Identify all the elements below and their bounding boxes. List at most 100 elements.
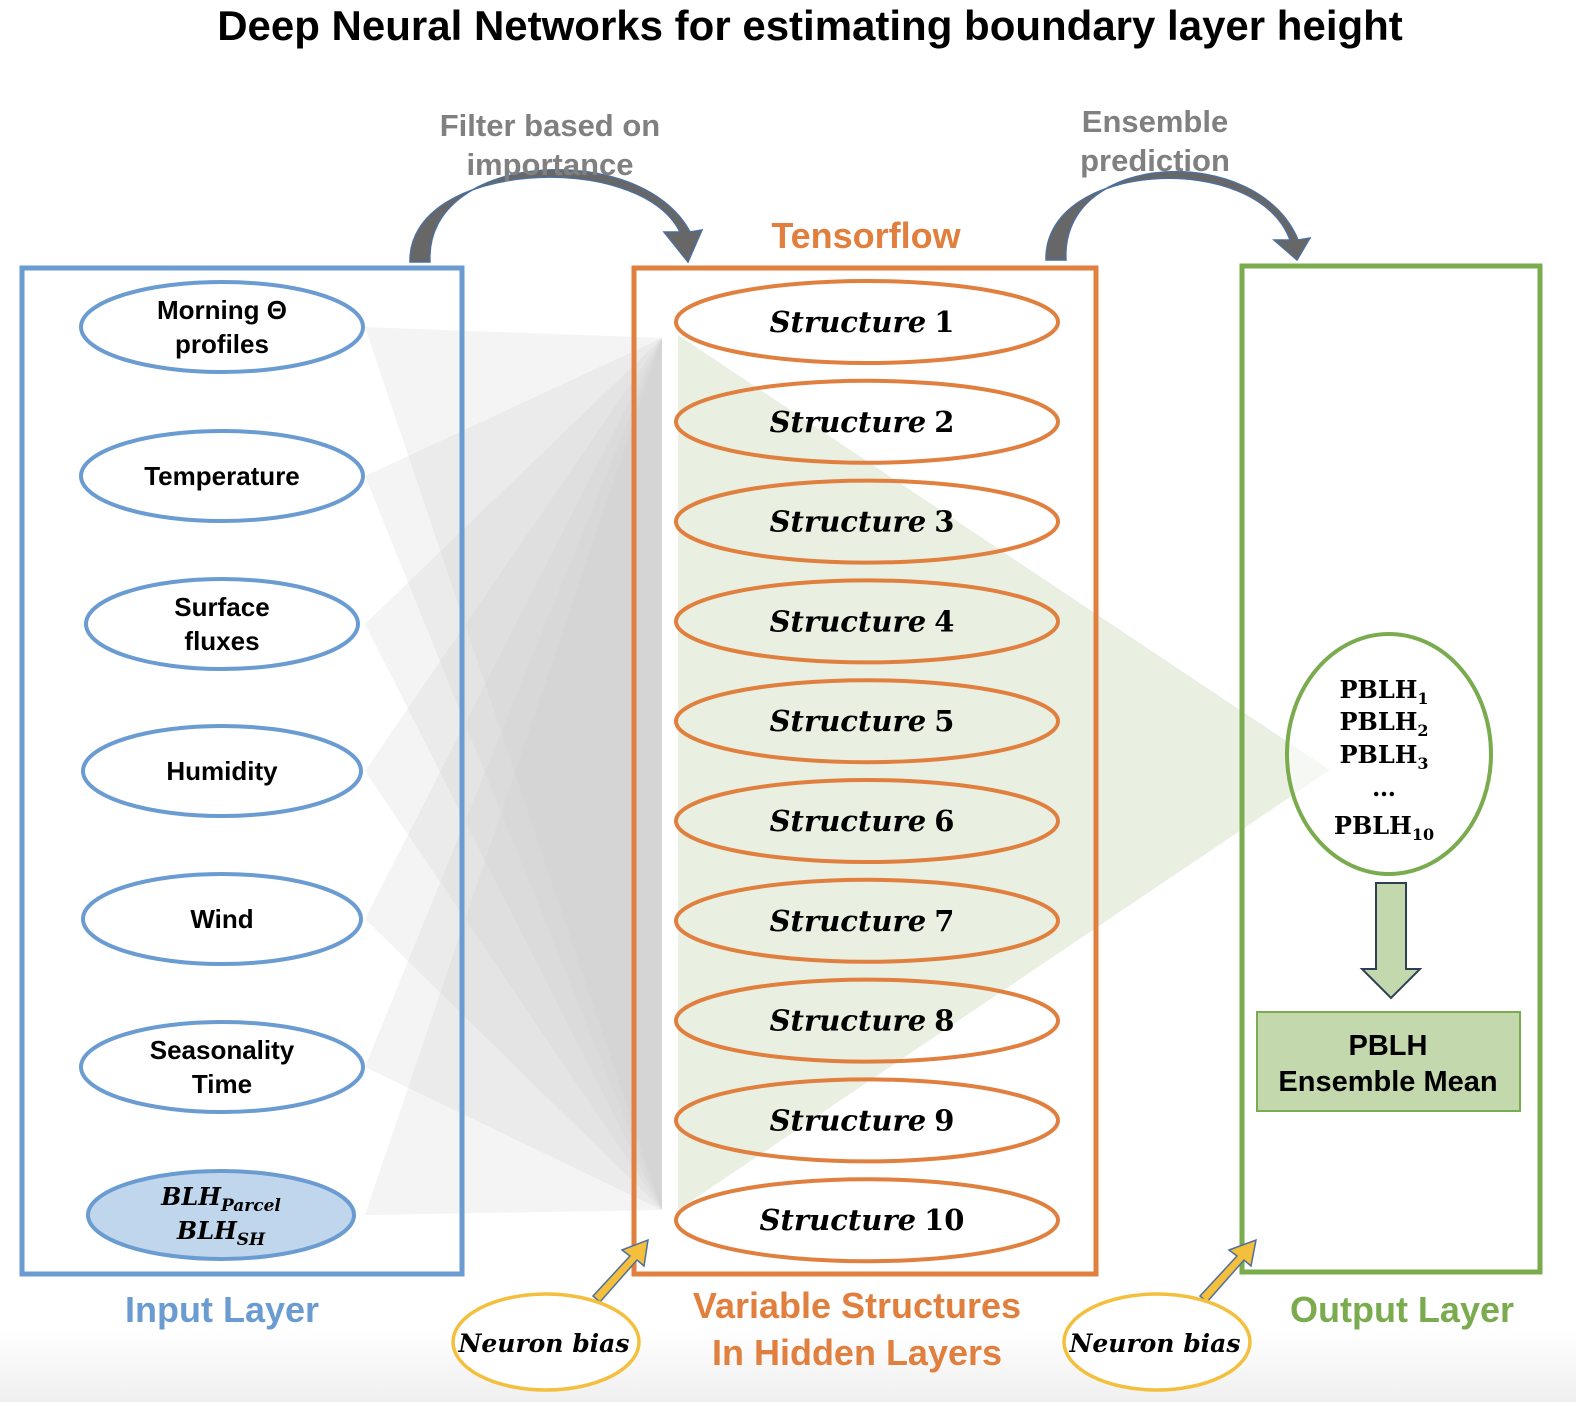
prediction-label: … — [1372, 773, 1396, 802]
node-shape — [86, 1169, 356, 1261]
input-node[interactable]: Humidity — [81, 724, 363, 818]
input-node-label: Seasonality — [150, 1035, 295, 1065]
input-node-label: profiles — [175, 329, 269, 359]
input-node[interactable]: Temperature — [79, 429, 365, 523]
prediction-label: PBLH3 — [1339, 740, 1428, 773]
connection-funnel — [365, 338, 662, 1215]
filter-label-line1: Filter based on — [440, 108, 660, 143]
node-shape — [79, 429, 365, 523]
ensemble-label-line1: Ensemble — [1082, 104, 1228, 139]
prediction-label: PBLH10 — [1334, 811, 1434, 844]
input-node[interactable]: Morning Θ profiles — [79, 280, 365, 374]
mean-box-shape — [1256, 1011, 1521, 1112]
node-shape — [674, 877, 1060, 964]
node-shape — [81, 724, 363, 818]
input-connections — [365, 327, 662, 1215]
filter-arrow — [409, 169, 704, 264]
filter-label-line2: importance — [466, 147, 633, 182]
connection-funnel — [365, 327, 662, 1210]
connection-funnel — [365, 338, 662, 1210]
node-shape — [674, 977, 1060, 1064]
output-layer-box — [1239, 263, 1543, 1275]
connection-funnel — [365, 338, 662, 1210]
node-shape — [674, 778, 1060, 864]
connection-funnel — [365, 338, 662, 1210]
node-shape — [674, 378, 1060, 465]
diagram-title: Deep Neural Networks for estimating boun… — [217, 2, 1403, 49]
connection-funnel — [365, 338, 662, 1210]
mean-label-line2: Ensemble Mean — [1278, 1066, 1497, 1098]
down-arrow-icon — [1359, 882, 1423, 1000]
input-node-label: Wind — [190, 904, 253, 934]
node-shape — [79, 280, 365, 374]
connection-funnel — [365, 338, 662, 1210]
hidden-layer-label-line2: In Hidden Layers — [712, 1332, 1002, 1373]
input-layer-label: Input Layer — [125, 1289, 319, 1330]
ensemble-arrow — [1045, 170, 1312, 262]
input-node-label: Temperature — [144, 461, 300, 491]
input-node-label: Morning Θ — [157, 295, 287, 325]
node-shape — [1285, 632, 1493, 876]
output-neuron-bias[interactable]: Neuron bias — [1062, 1238, 1257, 1392]
input-node[interactable]: Surface fluxes — [84, 577, 360, 671]
bias-arrow-icon — [591, 1238, 649, 1304]
bias-node-shape — [1062, 1292, 1252, 1392]
mean-label-line1: PBLH — [1349, 1030, 1428, 1062]
node-shape — [674, 279, 1060, 365]
hidden-neuron-bias[interactable]: Neuron bias — [451, 1238, 649, 1392]
framework-label: Tensorflow — [771, 215, 961, 256]
ensemble-label-line2: prediction — [1080, 143, 1230, 178]
bias-label: Neuron bias — [458, 1329, 630, 1358]
ensemble-mean-box[interactable]: PBLH Ensemble Mean — [1256, 1011, 1521, 1112]
input-node[interactable]: Wind — [81, 872, 363, 966]
node-shape — [79, 1020, 365, 1114]
node-shape — [674, 1077, 1060, 1164]
bias-arrow-icon — [1198, 1238, 1257, 1304]
prediction-label: PBLH2 — [1339, 707, 1428, 740]
node-shape — [674, 1177, 1060, 1264]
background-fade — [0, 1330, 1576, 1402]
blh-sh-label: BLHSH — [176, 1216, 266, 1250]
input-node-blh[interactable]: BLHParcel BLHSH — [86, 1169, 356, 1261]
bias-node-shape — [451, 1292, 641, 1392]
curved-arrow-icon — [409, 169, 704, 264]
input-node-label: Surface — [174, 592, 269, 622]
input-node-label: Humidity — [166, 756, 278, 786]
node-shape — [81, 872, 363, 966]
curved-arrow-icon — [1045, 170, 1312, 262]
bias-label: Neuron bias — [1069, 1329, 1241, 1358]
blh-parcel-label: BLHParcel — [160, 1182, 281, 1216]
input-node-label: fluxes — [184, 626, 259, 656]
hidden-to-output-funnel — [678, 335, 1330, 1210]
node-shape — [84, 577, 360, 671]
node-shape — [674, 678, 1060, 765]
node-shape — [674, 478, 1060, 565]
hidden-layer-label-line1: Variable Structures — [693, 1285, 1021, 1326]
hidden-layer-box — [631, 265, 1099, 1277]
input-layer-box — [19, 265, 465, 1277]
input-node-label: Time — [192, 1069, 252, 1099]
